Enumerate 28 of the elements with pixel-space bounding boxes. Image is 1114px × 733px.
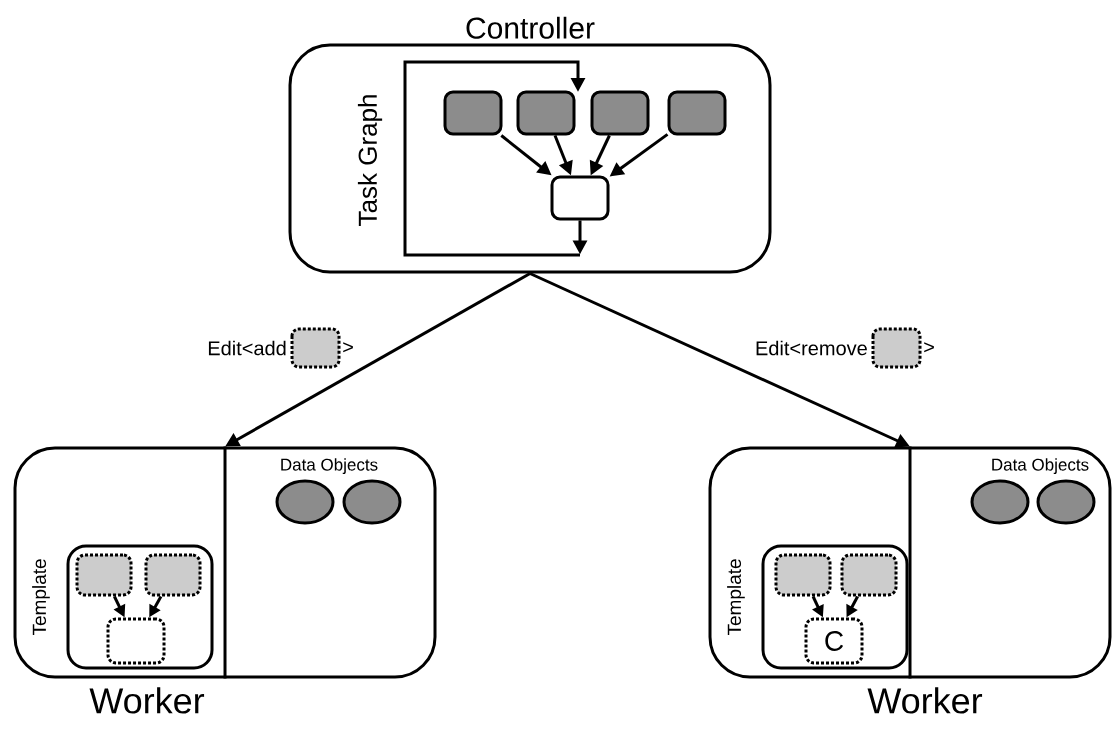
data-object xyxy=(275,479,335,525)
task-box xyxy=(590,90,650,136)
task-box xyxy=(774,553,832,597)
title: Controller xyxy=(466,16,595,39)
edge-label: Edit<remove xyxy=(753,339,869,357)
section-label: Data Objects xyxy=(992,458,1089,475)
task-box xyxy=(516,90,576,136)
task-box xyxy=(443,90,503,136)
title: Worker xyxy=(867,687,983,714)
task-box xyxy=(840,553,898,597)
label: > xyxy=(924,342,934,353)
label: > xyxy=(343,342,353,353)
task-box xyxy=(75,553,133,597)
data-object xyxy=(342,479,402,525)
section-label: Data Objects xyxy=(281,458,378,475)
task-box: C xyxy=(804,617,864,665)
task-box xyxy=(550,175,610,221)
vertical-label: Task Graph xyxy=(357,95,383,226)
data-object xyxy=(970,479,1030,525)
task-box xyxy=(667,90,727,136)
vertical-label: Template xyxy=(727,559,745,636)
data-object xyxy=(1036,479,1096,525)
title: Worker xyxy=(89,687,205,714)
task-box xyxy=(144,553,202,597)
loop-arrow xyxy=(403,60,586,257)
vertical-label: Template xyxy=(32,559,50,636)
edge-label: Edit<add xyxy=(206,339,288,357)
task-box xyxy=(106,617,166,665)
